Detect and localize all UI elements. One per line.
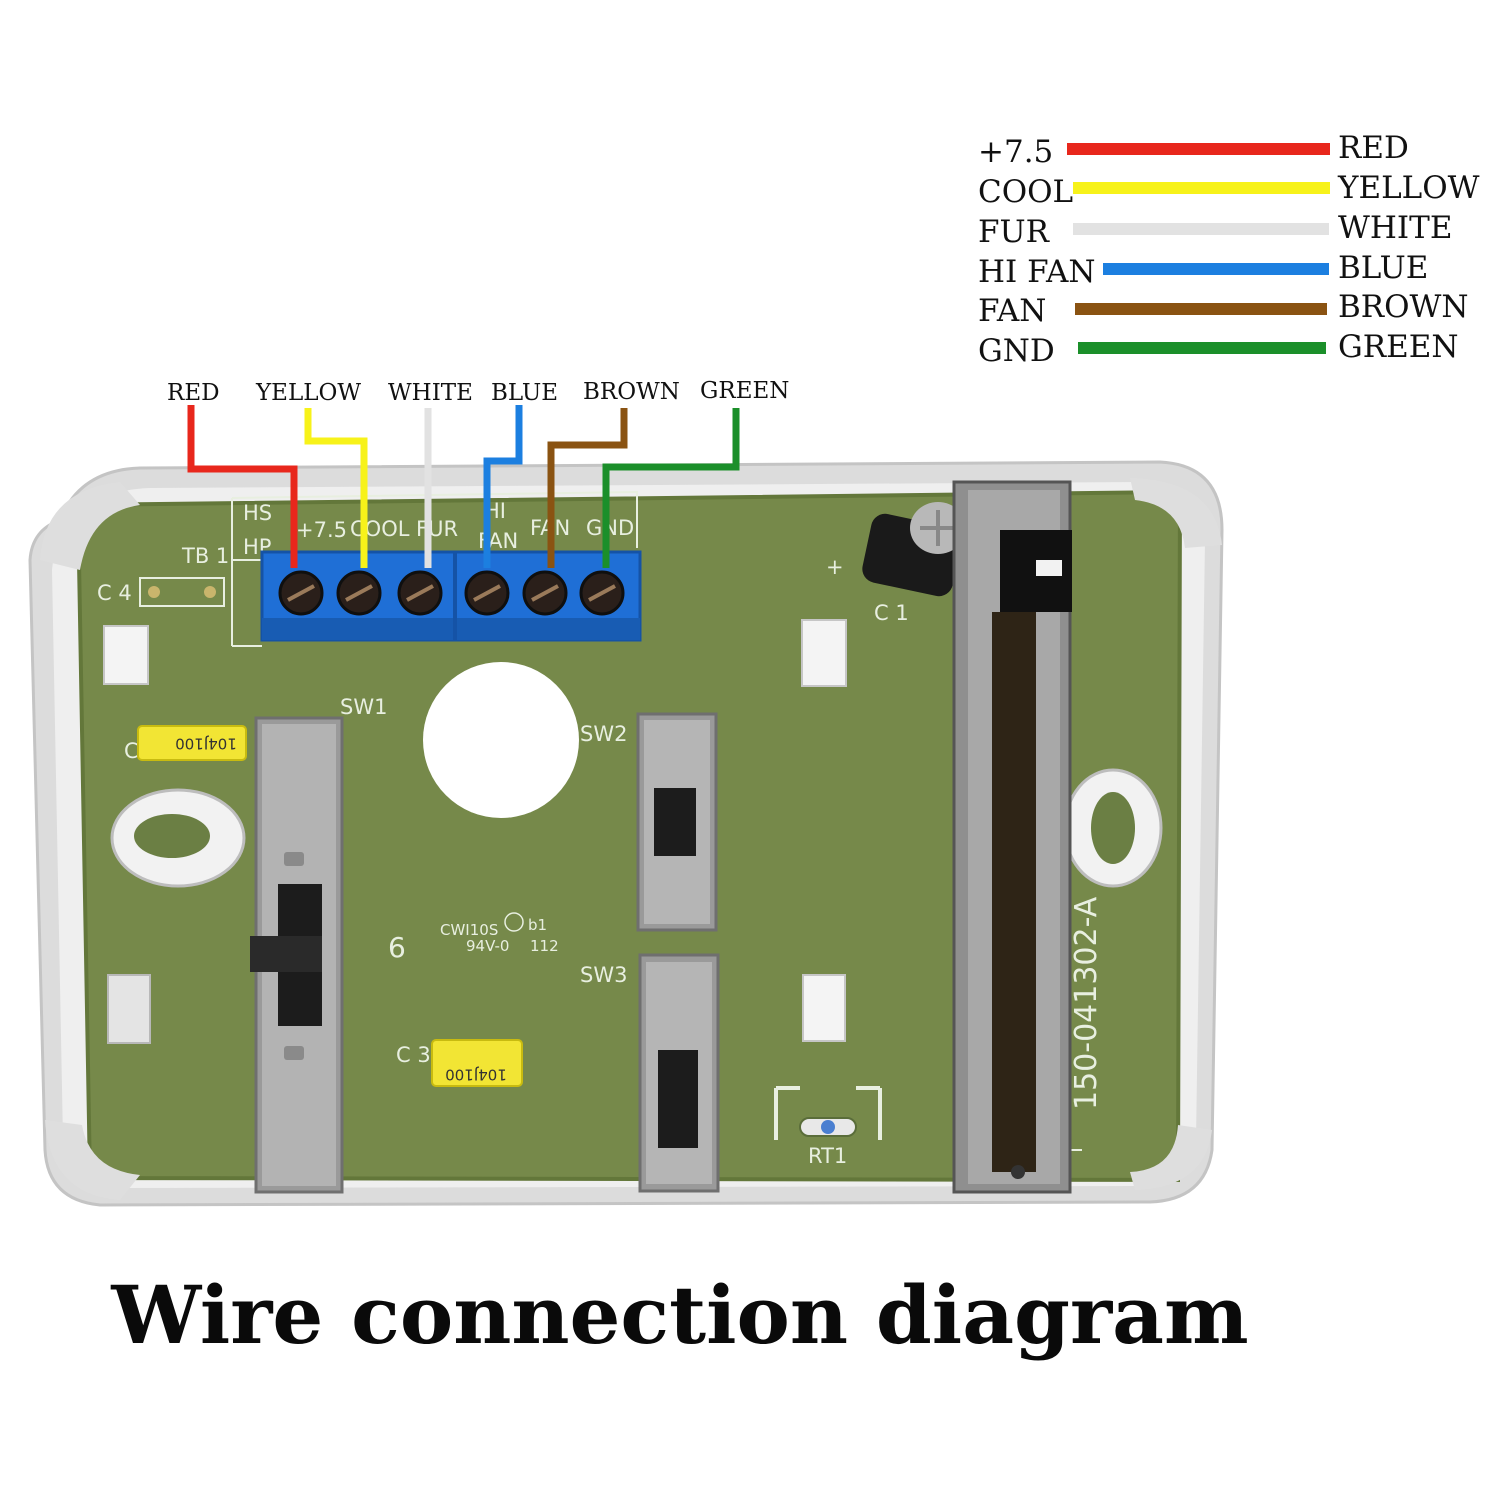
legend-row-red: +7.5 RED [978,130,1409,170]
wire-labels: RED YELLOW WHITE BLUE BROWN GREEN [167,378,789,406]
legend-terminal-label: +7.5 [978,134,1053,170]
legend-row-blue: HI FAN BLUE [978,250,1428,290]
ul-mark-icon [504,912,524,932]
terminal-label-fur: FUR [416,517,458,541]
wire-label-green: GREEN [700,378,789,404]
slide-potentiometer[interactable] [952,480,1072,1194]
clip-center-top [801,619,847,687]
legend-terminal-label: COOL [978,174,1073,210]
legend-color-label: RED [1338,130,1409,166]
legend-color-label: BROWN [1338,289,1469,325]
legend-terminal-label: FAN [978,293,1046,329]
silk-ul-line1: CWI10S [440,921,498,939]
switch-sw1[interactable] [250,716,344,1194]
silk-ul-line1b: b1 [528,916,547,934]
silk-c3: C 3 [396,1043,431,1067]
legend-terminal-label: GND [978,333,1055,369]
wire-label-red: RED [167,380,220,406]
c4-footprint [139,577,225,607]
legend-swatch [1078,342,1326,354]
legend-color-label: WHITE [1338,210,1452,246]
sw1-knob[interactable] [250,936,322,972]
legend-row-brown: FAN BROWN [978,289,1469,329]
terminal-screw-7-5[interactable] [278,570,324,616]
silk-c4: C 4 [97,581,132,605]
legend-swatch [1103,263,1329,275]
legend-color-label: BLUE [1338,250,1428,286]
wire-label-blue: BLUE [491,380,558,406]
diagram-title: Wire connection diagram [111,1268,1249,1362]
legend-swatch [1073,182,1330,194]
silk-rt1: RT1 [808,1144,847,1168]
silk-ul-line2: 94V-0 [466,937,509,955]
silk-c1: C 1 [874,601,909,625]
film-capacitor-bottom: 104J100 [431,1039,523,1087]
silk-ul-line2b: 112 [530,937,559,955]
legend-row-green: GND GREEN [978,329,1459,369]
silk-part-number: 150-041302-A [1069,896,1104,1110]
silk-plus: + [826,555,844,579]
wires [187,405,740,568]
legend-swatch [1067,143,1330,155]
mounting-slot-left [110,788,246,888]
legend-row-yellow: COOL YELLOW [978,170,1480,210]
terminal-screw-gnd[interactable] [579,570,625,616]
terminal-label-gnd: GND [586,516,634,540]
clip-left-bottom [107,974,151,1044]
legend-terminal-label: FUR [978,214,1051,250]
silk-tb1: TB 1 [181,544,229,568]
film-capacitor-label: 104J100 [175,735,237,753]
terminal-block [260,550,642,642]
sw3-knob[interactable] [658,1050,698,1148]
legend-color-label: YELLOW [1337,170,1480,206]
corner-post-bottom-left [45,1120,140,1200]
mounting-slot-right [1063,768,1163,888]
terminal-label-cool: COOL [350,517,410,541]
legend-row-white: FUR WHITE [978,210,1452,250]
terminal-screw-hi-fan[interactable] [464,570,510,616]
switch-sw2[interactable] [636,712,718,932]
terminal-label-hs: HS [243,501,272,525]
terminal-screw-fur[interactable] [397,570,443,616]
wire-pass-hole [423,662,579,818]
terminal-screw-cool[interactable] [336,570,382,616]
legend-terminal-label: HI FAN [978,254,1095,290]
corner-post-bottom-right [1130,1125,1212,1190]
clip-left-top [103,625,149,685]
silk-sw3: SW3 [580,963,627,987]
wire-label-white: WHITE [388,380,473,406]
film-capacitor-label: 104J100 [445,1066,507,1084]
wire-label-yellow: YELLOW [255,380,361,406]
thermostat-base: HS HP +7.5 COOL FUR HI FAN FAN GND TB 1 … [28,460,1224,1207]
switch-sw3[interactable] [638,953,720,1193]
wire-brown [547,408,628,568]
film-capacitor-top: 104J100 [137,725,247,761]
capacitor-c1 [862,502,966,597]
wire-green [602,408,740,568]
corner-post-top-right [1130,478,1222,548]
rt1-thermistor [774,1086,882,1140]
sw2-knob[interactable] [654,788,696,856]
clip-center-bottom [802,974,846,1042]
corner-post-top-left [40,482,140,570]
silk-c: C [124,739,139,763]
color-legend: +7.5 RED COOL YELLOW FUR WHITE HI FAN BL… [978,130,1480,369]
legend-swatch [1075,303,1327,315]
legend-swatch [1073,223,1329,235]
wire-blue [483,405,523,568]
pcb-board [78,492,1180,1180]
wire-red [187,405,298,568]
wire-label-brown: BROWN [583,379,680,405]
legend-color-label: GREEN [1338,329,1459,365]
silk-sw2: SW2 [580,722,627,746]
terminal-label-7-5: +7.5 [296,518,347,542]
silk-sw1: SW1 [340,695,387,719]
wire-yellow [304,408,368,568]
silk-six: 6 [388,931,406,964]
terminal-screw-fan[interactable] [522,570,568,616]
potentiometer-track [992,612,1036,1172]
